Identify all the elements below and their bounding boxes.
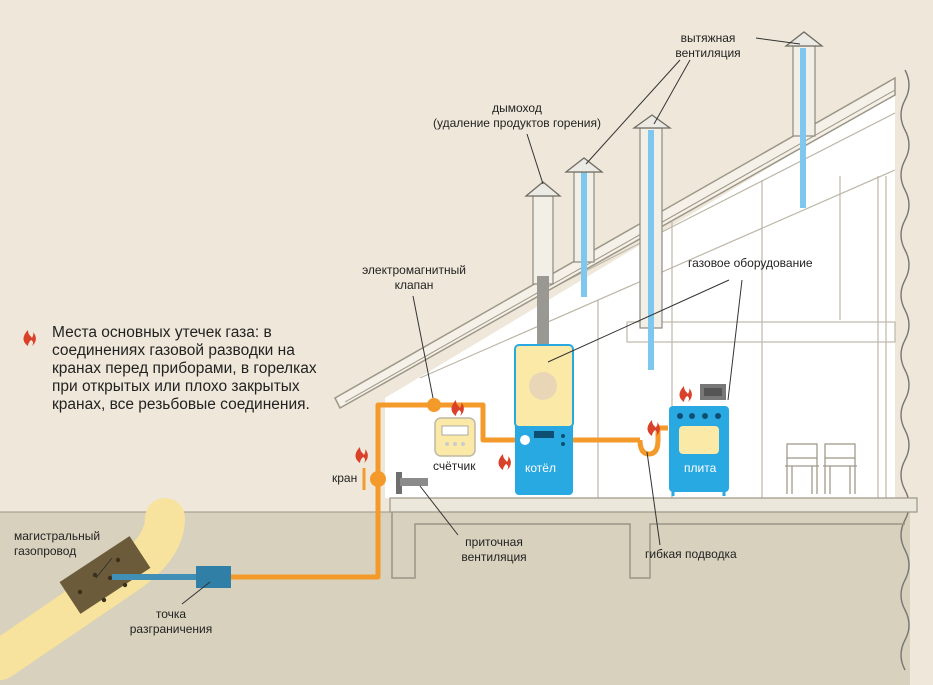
chimney-cap xyxy=(524,181,562,197)
meter-label: счётчик xyxy=(433,459,476,473)
boiler-label: котёл xyxy=(525,461,556,475)
boiler xyxy=(514,344,574,495)
main-pipeline-label: магистральный газопровод xyxy=(14,529,101,558)
flex-hose-label: гибкая подводка xyxy=(645,547,737,561)
ventilation-ducts xyxy=(573,45,816,370)
roof xyxy=(334,76,896,410)
chimney-label: дымоход (удаление продуктов горения) xyxy=(433,101,601,130)
demarcation-label: точка разграничения xyxy=(129,607,213,636)
gas-meter xyxy=(434,417,476,457)
flame-icon xyxy=(23,330,36,346)
cut-edge xyxy=(900,69,910,671)
foundation xyxy=(391,512,905,579)
stove xyxy=(669,384,729,496)
chimney xyxy=(532,195,554,285)
em-valve-label: электромагнитный клапан xyxy=(362,263,466,292)
demarcation-box xyxy=(196,566,231,588)
gas-equipment-label: газовое оборудование xyxy=(688,256,813,270)
stove-label: плита xyxy=(684,461,717,475)
tap-label: кран xyxy=(332,471,358,485)
exhaust-vent-label: вытяжная вентиляция xyxy=(675,31,741,60)
legend-text: Места основных утечек газа: в соединения… xyxy=(52,324,317,413)
supply-vent-label: приточная вентиляция xyxy=(461,535,527,564)
chairs xyxy=(785,443,857,494)
supply-vent xyxy=(396,472,428,494)
em-valve xyxy=(427,398,441,412)
tap-valve xyxy=(370,471,386,487)
